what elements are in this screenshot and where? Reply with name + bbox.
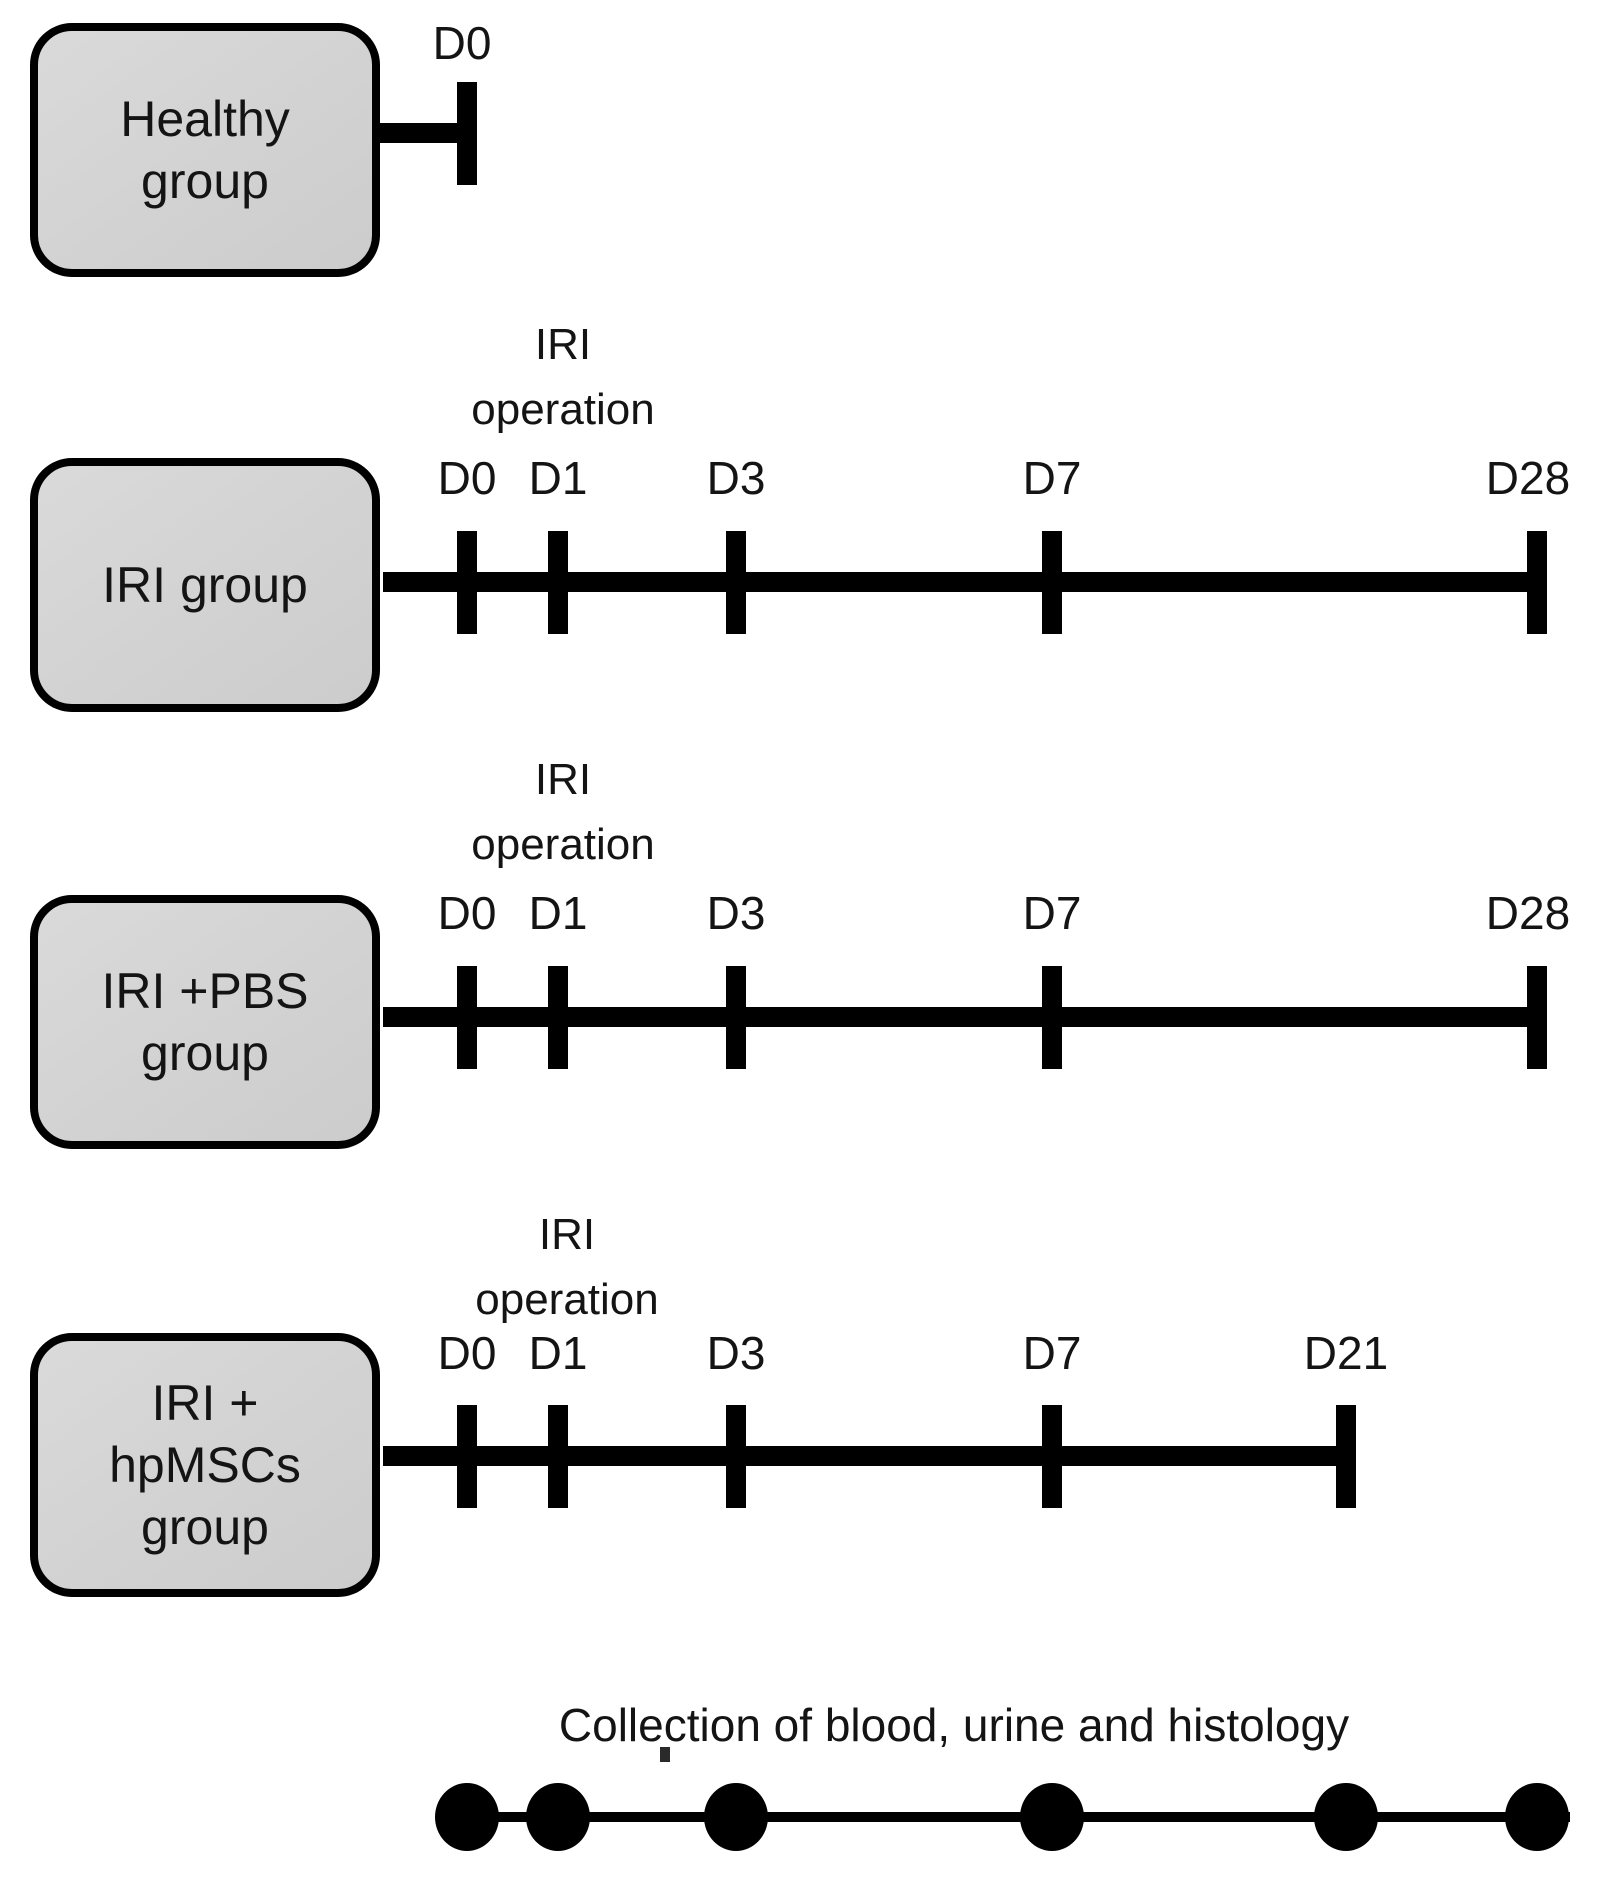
group-box-iri-pbs: IRI +PBS group [30,895,380,1149]
day-label-iri-d3: D3 [706,452,766,504]
group-box-label-line: group [141,1025,269,1081]
day-label-iri-pbs-d7: D7 [1022,887,1082,939]
day-label-iri-pbs-d1: D1 [528,887,588,939]
group-box-iri: IRI group [30,458,380,712]
day-label-iri-hpmscs-d1: D1 [528,1327,588,1379]
group-box-label-line: IRI group [102,557,308,613]
iri-operation-label: IRI operation [471,312,654,442]
tick-iri-d1 [548,531,568,634]
iri-operation-line1: IRI [534,320,592,369]
collection-dot-d21 [1314,1783,1378,1851]
collection-dot-d0 [435,1783,499,1851]
group-box-label-line: group [141,1499,269,1555]
collection-dot-d7 [1020,1783,1084,1851]
day-label-iri-pbs-d3: D3 [706,887,766,939]
day-label-iri-hpmscs-d21: D21 [1303,1327,1389,1379]
timeline-iri [383,572,1547,592]
tick-iri-d3 [726,531,746,634]
group-box-label-line: Healthy [120,91,290,147]
iri-operation-line1: IRI [538,1210,596,1259]
iri-operation-line2: operation [471,820,655,869]
day-label-iri-d0: D0 [437,452,497,504]
tick-healthy-d0 [457,82,477,185]
tick-iri-d7 [1042,531,1062,634]
tick-iri-pbs-d1 [548,966,568,1069]
iri-operation-label: IRI operation [475,1202,658,1332]
tick-iri-d0 [457,531,477,634]
group-box-label-line: IRI +PBS [101,963,309,1019]
day-label-healthy-d0: D0 [432,17,492,69]
collection-dot-d28 [1505,1783,1569,1851]
day-label-iri-d7: D7 [1022,452,1082,504]
timeline-iri-hpmscs [383,1446,1356,1466]
stray-mark [660,1747,670,1762]
group-box-healthy: Healthy group [30,23,380,277]
day-label-iri-pbs-d0: D0 [437,887,497,939]
tick-iri-hpmscs-d1 [548,1405,568,1508]
group-box-iri-hpmscs: IRI + hpMSCs group [30,1333,380,1597]
day-label-iri-d28: D28 [1485,452,1571,504]
tick-iri-hpmscs-d0 [457,1405,477,1508]
collection-line [438,1812,1570,1822]
tick-iri-hpmscs-d7 [1042,1405,1062,1508]
timeline-healthy [380,123,477,143]
iri-operation-line2: operation [471,385,655,434]
tick-iri-pbs-d0 [457,966,477,1069]
tick-iri-d28 [1527,531,1547,634]
day-label-iri-hpmscs-d3: D3 [706,1327,766,1379]
day-label-iri-hpmscs-d0: D0 [437,1327,497,1379]
tick-iri-hpmscs-d21 [1336,1405,1356,1508]
group-box-label-line: group [141,153,269,209]
collection-note: Collection of blood, urine and histology [558,1699,1350,1751]
tick-iri-hpmscs-d3 [726,1405,746,1508]
iri-operation-line2: operation [475,1275,659,1324]
iri-operation-line1: IRI [534,755,592,804]
tick-iri-pbs-d7 [1042,966,1062,1069]
collection-dot-d3 [704,1783,768,1851]
timeline-iri-pbs [383,1007,1547,1027]
day-label-iri-pbs-d28: D28 [1485,887,1571,939]
day-label-iri-hpmscs-d7: D7 [1022,1327,1082,1379]
collection-dot-d1 [526,1783,590,1851]
day-label-iri-d1: D1 [528,452,588,504]
group-box-label-line: hpMSCs [109,1437,301,1493]
group-box-label-line: IRI + [151,1375,259,1431]
iri-operation-label: IRI operation [471,747,654,877]
tick-iri-pbs-d28 [1527,966,1547,1069]
tick-iri-pbs-d3 [726,966,746,1069]
